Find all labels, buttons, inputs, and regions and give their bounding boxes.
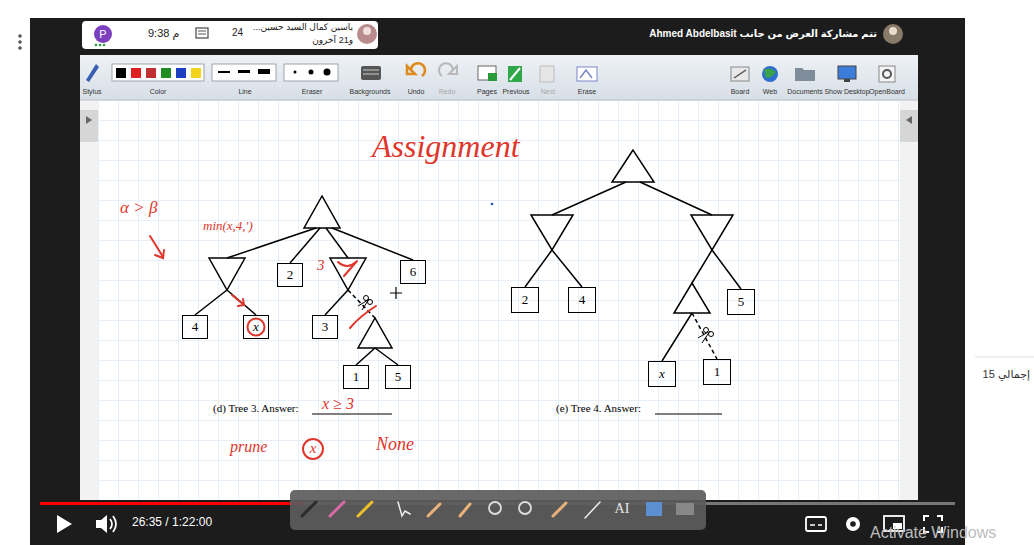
leaf-box: 5	[385, 365, 411, 389]
toolbar-label: Web	[763, 88, 777, 96]
status-number: 24	[232, 27, 243, 39]
toolbar-label: Pages	[477, 88, 497, 96]
toolbar-label: Previous	[502, 88, 529, 96]
handwritten-note: α > β	[120, 198, 157, 218]
board-title: Assignment	[372, 128, 520, 165]
toolbar-label: Board	[731, 88, 750, 96]
handwritten-answer: x ≥ 3	[322, 395, 354, 413]
toolbar-label: Backgrounds	[350, 88, 391, 96]
share-notice: تتم مشاركة العرض من جانب Ahmed Abdelbasi…	[649, 28, 877, 40]
toolbar-label: Line	[238, 88, 251, 96]
tree-caption: (e) Tree 4. Answer:	[556, 402, 641, 415]
handwritten-note: None	[376, 434, 414, 455]
toolbar-label: Stylus	[82, 88, 101, 96]
node-text: 5	[738, 295, 745, 309]
toolbar-label: OpenBoard	[869, 88, 905, 96]
leaf-box: 2	[511, 287, 539, 313]
leaf-box: 1	[703, 359, 731, 385]
node-text: x	[253, 320, 259, 334]
leaf-box: 1	[343, 365, 369, 389]
participant-name: ياسين كمال السيد حسين...	[253, 22, 353, 32]
node-text: P	[99, 28, 106, 40]
node-text: 6	[410, 265, 417, 279]
node-text: 2	[522, 293, 529, 307]
node-text: 1	[353, 370, 360, 384]
toolbar-label: Documents	[787, 88, 822, 96]
toolbar-label: Erase	[578, 88, 596, 96]
leaf-box: 3	[312, 315, 338, 339]
leaf-box: 2	[277, 263, 303, 287]
tree-caption: (d) Tree 3. Answer:	[213, 402, 299, 415]
handwritten-value: 3	[317, 257, 325, 274]
leaf-box: 4	[182, 315, 208, 339]
avatar-badge: P	[94, 25, 112, 43]
video-time: 26:35 / 1:22:00	[132, 516, 212, 530]
node-text: 3	[322, 320, 329, 334]
handwritten-note: min(x,4,')	[203, 219, 253, 234]
toolbar-label: Show Desktop	[824, 88, 869, 96]
node-text: 1	[714, 365, 721, 379]
toolbar-label: Next	[541, 88, 555, 96]
leaf-box: 4	[568, 287, 596, 313]
leaf-box: 5	[727, 289, 755, 315]
leaf-box: x	[648, 361, 676, 387]
node-text: x	[659, 367, 665, 381]
leaf-box: x	[243, 315, 269, 339]
toolbar-label: Undo	[408, 88, 425, 96]
node-text: 2	[287, 268, 294, 282]
leaf-box: 6	[400, 260, 426, 284]
toolbar-label: Eraser	[302, 88, 323, 96]
toolbar-label: Color	[150, 88, 167, 96]
handwritten-note: prune	[230, 438, 267, 456]
watermark: Activate Windows	[870, 524, 996, 542]
toolbar-label: Redo	[439, 88, 456, 96]
node-text: 5	[395, 370, 402, 384]
tool-icon-text: AI	[615, 501, 630, 517]
node-text: 4	[192, 320, 199, 334]
participant-count: و21 آخرون	[312, 35, 353, 45]
handwritten-note: x	[310, 440, 317, 457]
node-text: 4	[579, 293, 586, 307]
total-count: إجمالي 15	[983, 368, 1030, 381]
clock-time: 9:38 م	[148, 27, 179, 40]
